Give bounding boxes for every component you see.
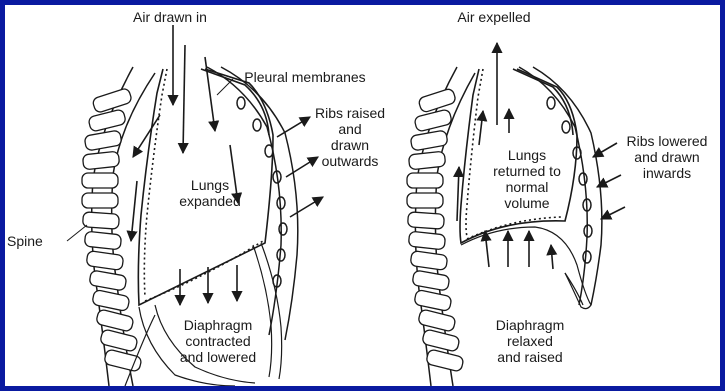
exhale-spine [407, 67, 475, 386]
diaphragm-contracted-label: Diaphragm contracted and lowered [163, 317, 273, 365]
inhale-arrows [131, 25, 323, 305]
ribs-raised-label: Ribs raised and drawn outwards [305, 105, 395, 169]
exhale-diaphragm-muscle [461, 227, 591, 309]
pleural-membranes-label: Pleural membranes [230, 69, 380, 85]
diaphragm-relaxed-label: Diaphragm relaxed and raised [475, 317, 585, 365]
lungs-normal-volume-label: Lungs returned to normal volume [479, 147, 575, 211]
air-expelled-label: Air expelled [439, 9, 549, 25]
diagram-panel: Air drawn in Pleural membranes Ribs rais… [5, 5, 720, 386]
lungs-expanded-label: Lungs expanded [165, 177, 255, 209]
breathing-diagram [5, 5, 720, 386]
ribs-lowered-label: Ribs lowered and drawn inwards [615, 133, 719, 181]
air-drawn-in-label: Air drawn in [115, 9, 225, 25]
spine-label: Spine [7, 233, 67, 249]
